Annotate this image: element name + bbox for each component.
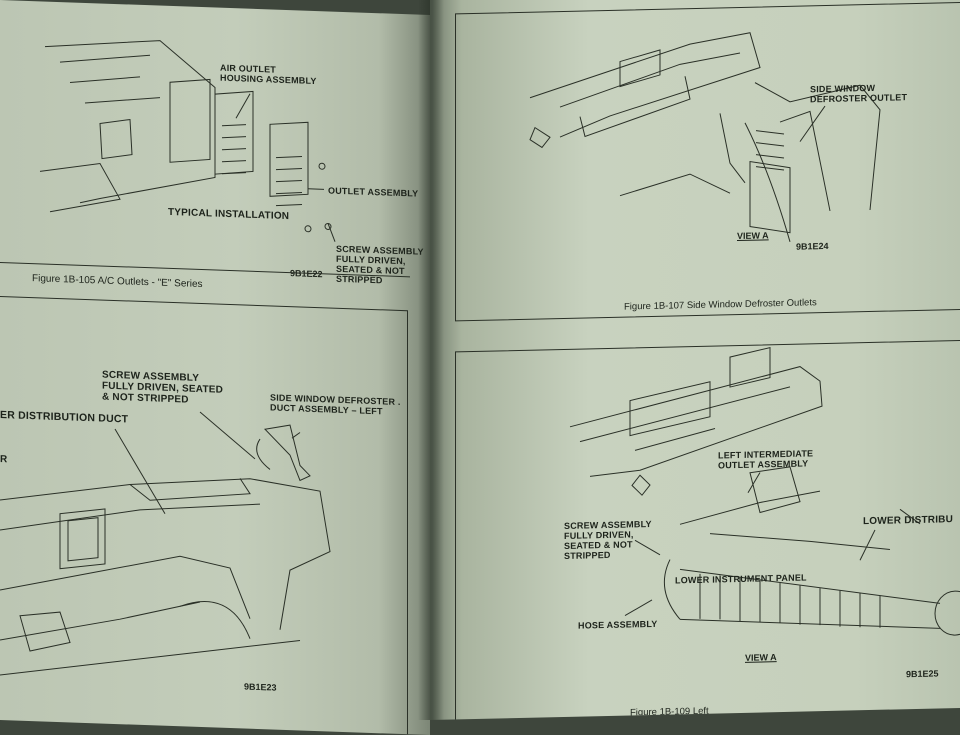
duct-leader-lines bbox=[114, 411, 301, 515]
book-gutter bbox=[418, 0, 444, 720]
hose-assembly-illustration bbox=[569, 347, 960, 636]
defroster-outlet-illustration bbox=[529, 32, 881, 242]
figure-id-9b1e23: 9B1E23 bbox=[244, 681, 277, 693]
figure-109-caption: Figure 1B-109 Left bbox=[630, 705, 709, 719]
left-page: AIR OUTLET HOUSING ASSEMBLY OUTLET ASSEM… bbox=[0, 0, 430, 735]
left-intermediate-outlet-label: LEFT INTERMEDIATE OUTLET ASSEMBLY bbox=[718, 448, 814, 471]
distribution-duct-illustration bbox=[0, 424, 331, 676]
screw-assembly-label-2: SCREW ASSEMBLY FULLY DRIVEN, SEATED & NO… bbox=[102, 369, 224, 406]
hose-leader-lines bbox=[624, 472, 876, 617]
defroster-leader-lines bbox=[799, 105, 826, 142]
lower-distribution-label: LOWER DISTRIBU bbox=[863, 514, 954, 528]
ac-outlets-leader-lines bbox=[235, 93, 336, 242]
right-page: SIDE WINDOW DEFROSTER OUTLET VIEW A 9B1E… bbox=[430, 0, 960, 721]
edge-letter-label: R bbox=[0, 454, 8, 466]
hose-assembly-label: HOSE ASSEMBLY bbox=[578, 618, 658, 631]
ac-outlets-illustration bbox=[39, 40, 332, 233]
view-a-label-2: VIEW A bbox=[745, 652, 777, 663]
figure-id-9b1e25: 9B1E25 bbox=[906, 668, 939, 680]
screw-assembly-label-3: SCREW ASSEMBLY FULLY DRIVEN, SEATED & NO… bbox=[564, 518, 652, 561]
